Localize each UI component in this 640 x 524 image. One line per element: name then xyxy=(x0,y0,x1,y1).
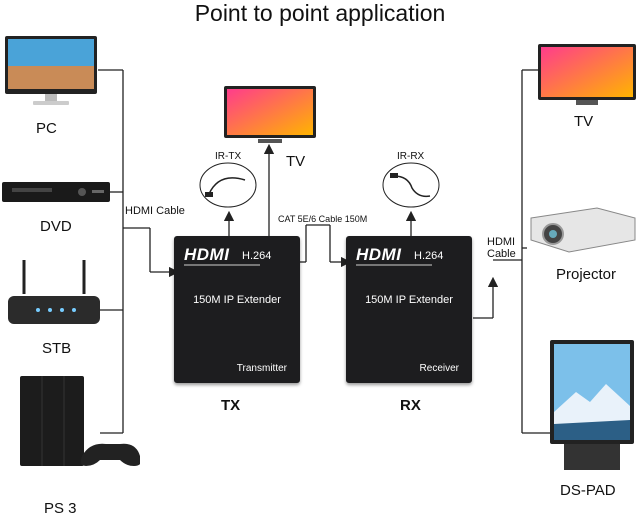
tx-codec: H.264 xyxy=(242,250,272,262)
dspad-label: DS-PAD xyxy=(560,482,616,499)
receiver-box: HDMI H.264 150M IP Extender Receiver xyxy=(346,236,472,383)
page-title: Point to point application xyxy=(194,0,446,26)
tablet-display-icon xyxy=(550,340,634,472)
hdmi-cable-label-right: HDMI Cable xyxy=(487,236,516,260)
tx-tv-label: TV xyxy=(286,153,306,170)
dvd-player-icon xyxy=(2,180,110,204)
pc-monitor-icon xyxy=(5,36,97,106)
game-console-icon xyxy=(12,376,142,472)
projector-label: Projector xyxy=(556,266,617,283)
rx-model: 150M IP Extender xyxy=(365,294,453,306)
stb-label: STB xyxy=(42,340,72,357)
pc-label: PC xyxy=(36,120,57,137)
router-icon xyxy=(8,258,100,328)
projector-icon xyxy=(527,204,637,256)
tv-icon xyxy=(224,86,316,144)
cat-cable-label: CAT 5E/6 Cable 150M xyxy=(278,214,368,224)
tx-model: 150M IP Extender xyxy=(193,294,281,306)
tx-role: Transmitter xyxy=(236,363,287,374)
hdmi-cable-label-left: HDMI Cable xyxy=(125,205,185,217)
tx-caption: TX xyxy=(221,397,241,414)
hdmi-logo: HDMI xyxy=(184,245,230,264)
tv-icon xyxy=(538,44,636,106)
rx-role: Receiver xyxy=(419,363,459,374)
ir-sensor-icon xyxy=(382,162,440,208)
sink-tv-label: TV xyxy=(574,113,594,130)
dvd-label: DVD xyxy=(40,218,72,235)
ir-tx-label: IR-TX xyxy=(215,151,242,162)
hdmi-logo: HDMI xyxy=(356,245,402,264)
ir-rx-label: IR-RX xyxy=(397,151,425,162)
rx-codec: H.264 xyxy=(414,250,444,262)
ir-sensor-icon xyxy=(199,162,257,208)
transmitter-box: HDMI H.264 150M IP Extender Transmitter xyxy=(174,236,300,383)
ps3-label: PS 3 xyxy=(44,500,77,517)
rx-caption: RX xyxy=(400,397,421,414)
